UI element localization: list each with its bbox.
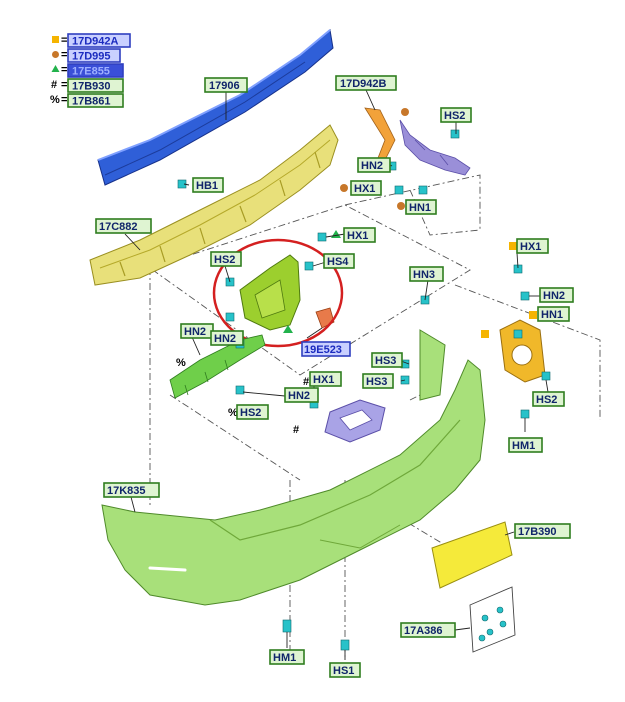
circle-marker — [340, 184, 348, 192]
legend-triangle-icon — [51, 65, 60, 72]
callout-hn2: HN2 — [288, 390, 310, 402]
square-marker — [481, 330, 489, 338]
leader-lines — [124, 88, 549, 660]
callout-17B390: 17B390 — [518, 526, 557, 538]
percent-marker: % — [176, 357, 186, 369]
callout-hs2: HS2 — [536, 394, 557, 406]
right-bracket — [499, 319, 546, 383]
license-plate-bracket — [431, 521, 513, 589]
svg-text:=: = — [61, 94, 67, 106]
callout-hs3: HS3 — [366, 376, 387, 388]
legend-code-3: 17E855 — [72, 66, 110, 78]
svg-text:=: = — [61, 64, 67, 76]
callout-hs2: HS2 — [240, 407, 261, 419]
callout-17D942B: 17D942B — [340, 78, 387, 90]
fastener-kit — [469, 586, 516, 653]
callout-19E523: 19E523 — [304, 344, 342, 356]
rear-bumper-beam — [97, 29, 334, 186]
legend-code-box — [67, 78, 124, 93]
callout-hm1: HM1 — [512, 440, 535, 452]
legend-circle-icon — [52, 51, 59, 58]
callout-hb1: HB1 — [196, 180, 218, 192]
legend-code-2: 17D995 — [72, 51, 111, 63]
highlighted-bracket — [212, 238, 344, 348]
callout-hx1: HX1 — [313, 374, 334, 386]
callout-hn1: HN1 — [541, 309, 563, 321]
legend-code-box — [67, 93, 124, 108]
callout-hx1: HX1 — [347, 230, 368, 242]
callout-hn2: HN2 — [184, 326, 206, 338]
legend-square-icon — [52, 36, 59, 43]
legend-code-1: 17D942A — [72, 36, 119, 48]
highlight-circle — [212, 238, 344, 348]
bumper-cover — [101, 329, 486, 606]
hash-marker: # — [293, 424, 299, 436]
callout-hm1: HM1 — [273, 652, 296, 664]
legend-code-4: 17B930 — [72, 81, 111, 93]
legend: = 17D942A = 17D995 = 17E855 # = 17B930 %… — [50, 33, 131, 108]
callouts: 17906 17D942B HS2 HN2 HX1 HN1 HB1 17C882… — [95, 75, 574, 678]
callout-hs2: HS2 — [214, 254, 235, 266]
callout-17906: 17906 — [209, 80, 240, 92]
legend-hash-symbol: # — [51, 79, 57, 91]
callout-hs4: HS4 — [327, 256, 349, 268]
legend-code-box — [67, 48, 121, 63]
svg-text:=: = — [61, 35, 67, 47]
callout-hn2: HN2 — [214, 333, 236, 345]
callout-hs3: HS3 — [375, 355, 396, 367]
callout-hn1: HN1 — [409, 202, 431, 214]
legend-code-box — [67, 33, 131, 48]
triangle-marker — [331, 230, 341, 238]
callout-hn2: HN2 — [543, 290, 565, 302]
callout-hx1: HX1 — [354, 183, 375, 195]
callout-17K835: 17K835 — [107, 485, 146, 497]
legend-percent-symbol: % — [50, 94, 60, 106]
callout-17C882: 17C882 — [99, 221, 138, 233]
svg-text:=: = — [61, 49, 67, 61]
callout-17A386: 17A386 — [404, 625, 443, 637]
callout-hx1: HX1 — [520, 241, 541, 253]
percent-marker: % — [228, 407, 238, 419]
callout-hs1: HS1 — [333, 665, 354, 677]
circle-marker — [397, 202, 405, 210]
sensor-bracket — [324, 399, 386, 443]
callout-hn3: HN3 — [413, 269, 435, 281]
triangle-marker — [283, 325, 293, 333]
legend-code-5: 17B861 — [72, 96, 111, 108]
callout-hn2: HN2 — [361, 160, 383, 172]
callout-hs2: HS2 — [444, 110, 465, 122]
left-bracket — [169, 334, 266, 399]
legend-code-box — [67, 63, 124, 78]
svg-text:=: = — [61, 79, 67, 91]
square-marker — [509, 242, 517, 250]
energy-absorber — [89, 124, 339, 286]
circle-marker — [401, 108, 409, 116]
part-markers — [283, 108, 537, 338]
hash-marker: # — [303, 376, 309, 388]
square-marker — [529, 311, 537, 319]
